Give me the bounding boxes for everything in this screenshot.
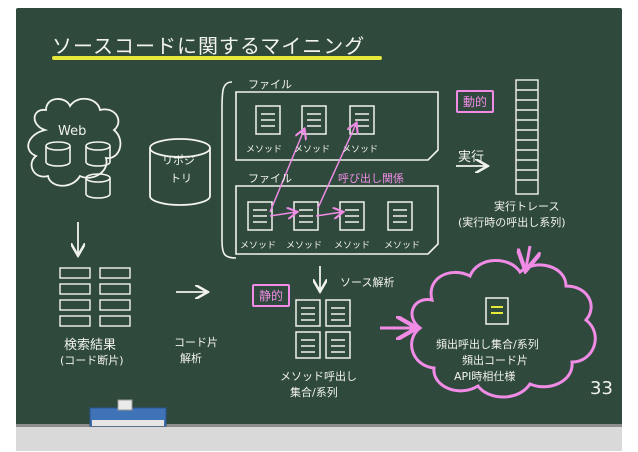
method-label: メソッド	[342, 145, 379, 155]
dynamic-tag: 動的	[456, 90, 495, 113]
execution-trace-icon	[515, 79, 539, 195]
eraser-icon	[89, 399, 167, 427]
page-number: 33	[590, 378, 613, 399]
chalk-tray	[16, 424, 622, 451]
repository-database-icon	[149, 138, 211, 206]
search-result-cards-icon	[59, 267, 131, 327]
search-result-sublabel: (コード断片)	[60, 354, 124, 367]
document-icon	[255, 105, 375, 135]
method-call-set-label: メソッド呼出し	[280, 370, 357, 383]
file-top-label: ファイル	[248, 78, 292, 91]
method-label: メソッド	[286, 241, 323, 251]
database-icon	[45, 141, 111, 199]
code-fragment-analysis-sublabel: 解析	[180, 352, 202, 365]
web-label: Web	[58, 124, 87, 139]
web-cloud-icon	[27, 97, 122, 187]
pink-arrow-icon	[380, 245, 530, 328]
method-label: メソッド	[240, 241, 277, 251]
method-label: メソッド	[384, 241, 421, 251]
method-label: メソッド	[294, 145, 331, 155]
arrow-icon	[78, 166, 486, 292]
repository-bracket	[221, 81, 237, 259]
source-analysis-label: ソース解析	[340, 276, 395, 289]
slide-title: ソースコードに関するマイニング	[52, 34, 366, 58]
outcome-cloud-icon	[410, 259, 597, 399]
repository-label-line1: リポジ	[162, 154, 195, 167]
file-bottom-box	[235, 185, 439, 255]
search-result-label: 検索結果	[64, 338, 117, 353]
document-icon	[485, 297, 509, 325]
exec-label: 実行	[458, 150, 485, 165]
outcome-line-3: API時相仕様	[454, 370, 516, 383]
title-underline	[52, 56, 382, 60]
execution-trace-label: 実行トレース	[494, 200, 560, 213]
outcome-line-2: 頻出コード片	[462, 354, 528, 367]
document-icon	[247, 201, 413, 231]
call-relation-arrows	[269, 124, 356, 216]
method-call-set-icon	[295, 299, 351, 359]
static-tag: 静的	[252, 284, 291, 307]
repository-label-line2: トリ	[170, 172, 192, 185]
code-fragment-analysis-label: コード片	[174, 336, 218, 349]
outcome-line-1: 頻出呼出し集合/系列	[436, 338, 539, 351]
method-call-set-sublabel: 集合/系列	[290, 386, 338, 399]
method-label: メソッド	[246, 145, 283, 155]
file-bottom-label: ファイル	[248, 172, 292, 185]
execution-trace-sublabel: (実行時の呼出し系列)	[458, 216, 566, 229]
method-label: メソッド	[334, 241, 371, 251]
file-top-box	[235, 91, 439, 161]
call-relation-label: 呼び出し関係	[338, 172, 404, 185]
